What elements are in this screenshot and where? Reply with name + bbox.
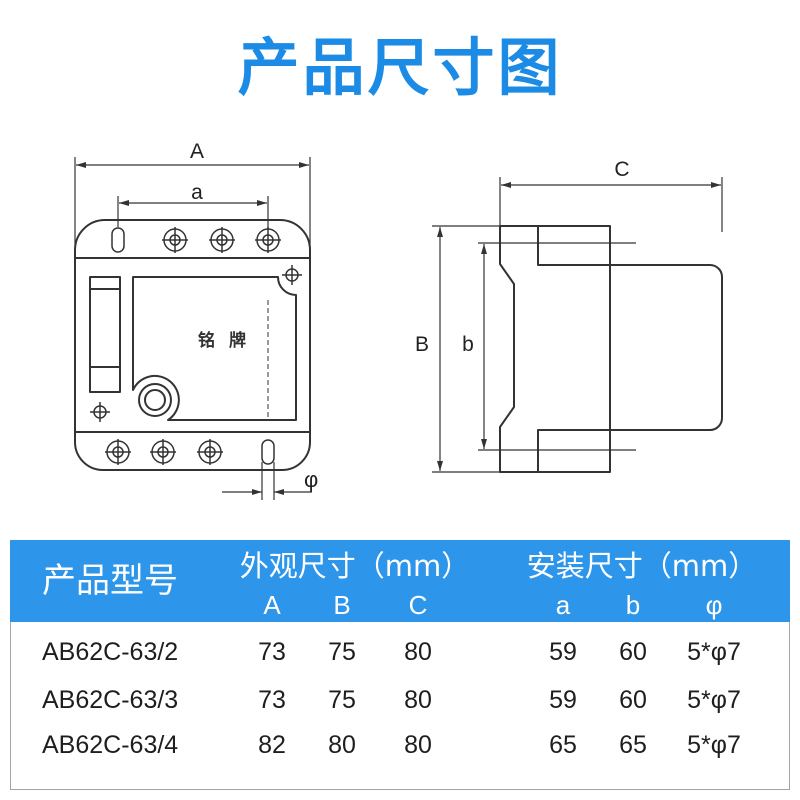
table-row: AB62C-63/3 73 75 80 59 60 5*φ7 [10,683,790,717]
column-header-B: B [333,590,351,620]
side-view-inner-bottom [537,429,610,472]
dimension-phi-label: φ [304,467,318,492]
cell-b: 60 [619,686,647,714]
terminal-screw-icon [209,227,235,253]
cell-phi: 5*φ7 [687,686,741,714]
table-row: AB62C-63/4 82 80 80 65 65 5*φ7 [10,728,790,762]
dimension-a-label: a [191,181,203,204]
cell-A: 73 [258,638,286,666]
nameplate-area [132,276,297,421]
table-body: AB62C-63/2 73 75 80 59 60 5*φ7 AB62C-63/… [10,540,790,790]
cell-phi: 5*φ7 [687,638,741,666]
terminal-screw-icon [162,227,188,253]
nameplate-label: 铭牌 [198,330,260,351]
appearance-dimensions-header: 外观尺寸（mm） [239,549,471,583]
terminal-screw-icon [105,439,131,465]
dimension-b-label: b [462,333,474,356]
terminal-screw-icon [197,439,223,465]
top-mounting-slot [111,227,125,253]
cell-B: 80 [328,731,356,759]
cell-A: 73 [258,686,286,714]
cell-A: 82 [258,731,286,759]
table-row: AB62C-63/2 73 75 80 59 60 5*φ7 [10,635,790,669]
column-header-A: A [263,590,281,620]
dimension-drawing: 铭牌 A a φ [74,140,723,500]
front-view-dimensions: A a φ [74,140,318,500]
cell-a: 65 [549,731,577,759]
operating-handle [89,276,121,393]
cell-C: 80 [404,731,432,759]
dimension-A-label: A [190,140,204,163]
column-header-phi: φ [705,590,723,620]
cell-a: 59 [549,638,577,666]
bottom-mounting-slot [261,439,275,465]
column-header-b: b [625,590,641,620]
side-view [499,225,723,473]
front-view: 铭牌 [74,219,311,471]
cell-B: 75 [328,638,356,666]
knob-icon [138,383,172,417]
terminal-screw-icon [150,439,176,465]
cell-C: 80 [404,638,432,666]
mounting-hole-icon [282,265,302,285]
dimension-B-label: B [415,333,429,356]
page-title: 产品尺寸图 [237,31,563,104]
column-header-a: a [555,590,571,620]
cell-b: 60 [619,638,647,666]
side-view-dimensions: C B b [415,158,723,473]
column-header-C: C [408,590,428,620]
spec-table: 产品型号 外观尺寸（mm） 安装尺寸（mm） A B C a b φ AB62C… [10,540,790,790]
model-cell: AB62C-63/2 [42,638,179,666]
cell-b: 65 [619,731,647,759]
install-dimensions-header: 安装尺寸（mm） [526,549,758,583]
mounting-hole-icon [90,402,110,422]
model-cell: AB62C-63/3 [42,686,179,714]
side-view-inner-top [537,226,610,266]
model-cell: AB62C-63/4 [42,731,179,759]
front-view-outline [74,219,311,471]
cell-a: 59 [549,686,577,714]
cell-B: 75 [328,686,356,714]
dimension-C-label: C [614,158,629,181]
cell-C: 80 [404,686,432,714]
cell-phi: 5*φ7 [687,731,741,759]
model-column-header: 产品型号 [42,561,178,601]
table-header: 产品型号 外观尺寸（mm） 安装尺寸（mm） A B C a b φ [10,540,790,622]
terminal-screw-icon [255,227,281,253]
